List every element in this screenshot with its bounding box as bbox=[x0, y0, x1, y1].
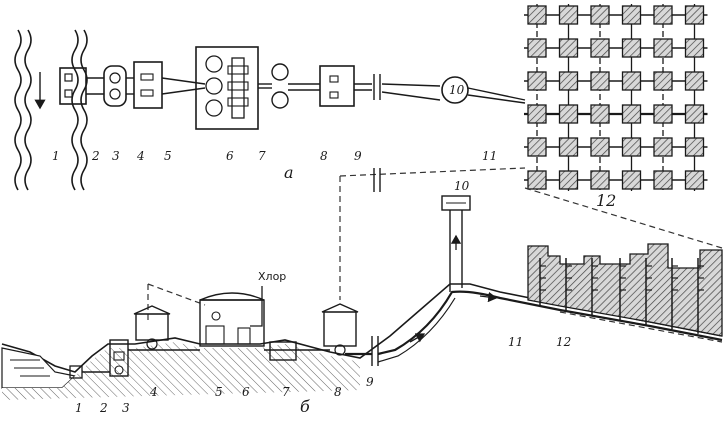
label-a-6: 6 bbox=[226, 149, 234, 163]
label-b-3: 3 bbox=[122, 401, 130, 415]
river-bank-left bbox=[14, 29, 22, 191]
conduit-a-1 bbox=[381, 83, 441, 87]
label-a-4: 4 bbox=[136, 149, 145, 163]
city-block bbox=[590, 71, 610, 91]
city-block bbox=[590, 104, 610, 124]
city-block bbox=[621, 137, 642, 157]
label-a-5: 5 bbox=[164, 149, 172, 163]
projection-line-2 bbox=[339, 167, 526, 177]
label-b-8: 8 bbox=[334, 385, 342, 399]
label-b-6: 6 bbox=[242, 385, 250, 399]
label-b-7: 7 bbox=[282, 385, 290, 399]
pump-station-1-b bbox=[109, 339, 129, 377]
label-a-12: 12 bbox=[596, 191, 616, 210]
treatment-block-a bbox=[133, 61, 163, 109]
city-block bbox=[684, 170, 705, 190]
label-b-1: 1 bbox=[75, 401, 83, 415]
city-block bbox=[621, 5, 642, 25]
city-block bbox=[527, 71, 547, 91]
labels-b: Хлор 1 2 3 4 5 6 7 8 9 10 11 12 б bbox=[75, 179, 571, 416]
city-block bbox=[684, 5, 705, 25]
label-b-9: 9 bbox=[366, 375, 374, 389]
city-block bbox=[684, 38, 705, 58]
conduit-a-2 bbox=[381, 91, 441, 101]
profile-view-b bbox=[1, 195, 723, 400]
main-conduit-b bbox=[345, 290, 723, 356]
reservoir-a-top bbox=[271, 63, 289, 81]
label-a-7: 7 bbox=[258, 149, 266, 163]
chlorine-feed-line bbox=[250, 286, 263, 327]
treatment-plant-a bbox=[195, 46, 259, 130]
city-block bbox=[653, 71, 673, 91]
city-block bbox=[558, 104, 579, 124]
city-block bbox=[527, 170, 547, 190]
city-block bbox=[527, 137, 547, 157]
pump-station-2-b bbox=[323, 311, 357, 347]
city-block bbox=[527, 104, 547, 124]
reservoir-a-bottom bbox=[271, 91, 289, 109]
city-block bbox=[684, 71, 705, 91]
city-block bbox=[653, 137, 673, 157]
label-a-3: 3 bbox=[112, 149, 120, 163]
caption-a: а bbox=[284, 163, 294, 182]
city-block bbox=[558, 137, 579, 157]
label-a-1: 1 bbox=[52, 149, 60, 163]
label-a-11: 11 bbox=[482, 149, 497, 163]
label-a-10: 10 bbox=[449, 83, 465, 97]
city-block bbox=[590, 137, 610, 157]
projection-line-3 bbox=[524, 187, 723, 249]
plan-view-a bbox=[14, 4, 708, 191]
label-b-2: 2 bbox=[99, 401, 108, 415]
projection-line-5 bbox=[147, 283, 206, 306]
clean-water-reservoir-b bbox=[269, 341, 297, 361]
city-block bbox=[558, 38, 579, 58]
city-block bbox=[527, 38, 547, 58]
distribution-main-b bbox=[559, 311, 723, 343]
city-block bbox=[653, 104, 673, 124]
distribution-branches-b bbox=[539, 258, 704, 334]
caption-b: б bbox=[300, 397, 310, 416]
city-block bbox=[621, 104, 642, 124]
city-block bbox=[621, 170, 642, 190]
river-bank-right2 bbox=[80, 29, 88, 191]
pump-station-2-a bbox=[319, 65, 355, 107]
city-block bbox=[653, 5, 673, 25]
city-block bbox=[527, 5, 547, 25]
city-block bbox=[684, 104, 705, 124]
label-b-5: 5 bbox=[215, 385, 223, 399]
label-b-12: 12 bbox=[556, 335, 571, 349]
ground-fill bbox=[2, 342, 360, 400]
city-block bbox=[590, 170, 610, 190]
city-block bbox=[621, 38, 642, 58]
labels-a: 1 2 3 4 5 6 7 8 9 10 11 12 а bbox=[52, 83, 616, 210]
river-bank-mid bbox=[24, 29, 32, 191]
water-tower-b bbox=[441, 195, 471, 211]
pump-station-1-a bbox=[103, 65, 127, 107]
label-a-2: 2 bbox=[91, 149, 100, 163]
chlorine-label: Хлор bbox=[258, 270, 286, 283]
label-b-11: 11 bbox=[508, 335, 523, 349]
city-block bbox=[590, 38, 610, 58]
city-grid-a bbox=[524, 4, 708, 191]
city-block bbox=[621, 71, 642, 91]
city-block bbox=[558, 5, 579, 25]
label-b-10: 10 bbox=[454, 179, 470, 193]
city-block bbox=[684, 137, 705, 157]
label-a-9: 9 bbox=[354, 149, 362, 163]
city-block bbox=[558, 170, 579, 190]
label-b-4: 4 bbox=[149, 385, 158, 399]
label-a-8: 8 bbox=[320, 149, 328, 163]
intake-structure-a bbox=[59, 67, 87, 105]
river-bank-right bbox=[71, 29, 79, 191]
settling-tank-b bbox=[135, 313, 169, 341]
city-block bbox=[558, 71, 579, 91]
city-block bbox=[653, 38, 673, 58]
city-block bbox=[653, 170, 673, 190]
ground-surface bbox=[1, 283, 723, 373]
water-tower-a bbox=[441, 76, 469, 104]
city-block bbox=[590, 5, 610, 25]
treatment-building-b bbox=[199, 299, 265, 347]
